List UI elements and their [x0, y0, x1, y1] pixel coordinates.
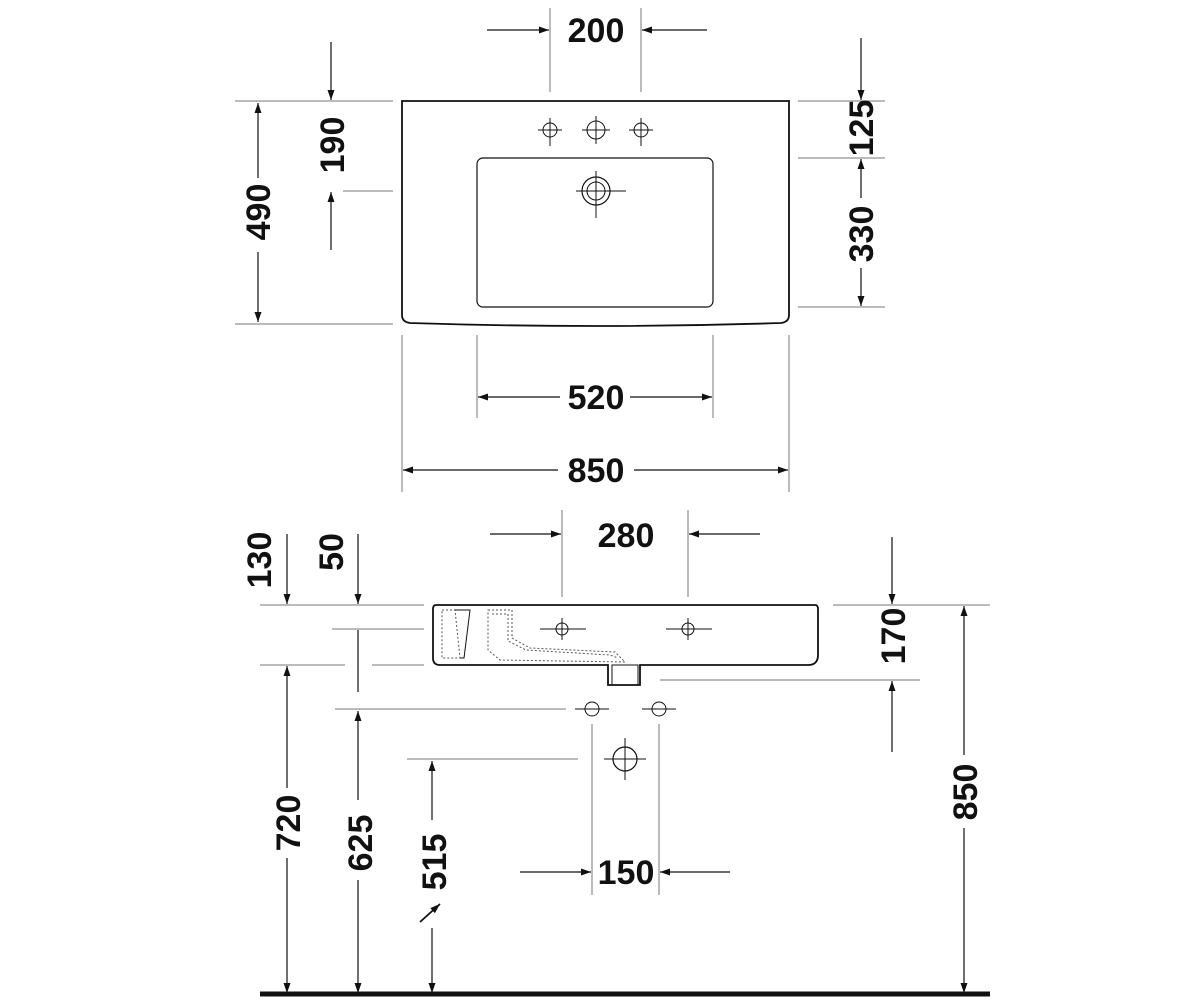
dim-bowl-depth: 330: [843, 159, 881, 306]
basin-hidden-section: [441, 609, 627, 663]
dim-tap-spacing: 200: [487, 12, 707, 50]
tap-hole-right: [629, 118, 653, 146]
dim-supply-height: 625: [342, 630, 380, 993]
dim-top-to-hole-label: 50: [313, 533, 351, 571]
dim-bowl-width: 520: [478, 379, 712, 417]
supply-point-left: [575, 701, 609, 717]
side-extension-lines: [260, 510, 990, 895]
side-tap-holes: [540, 618, 712, 640]
dim-top-to-underside: 130: [241, 532, 291, 604]
supply-points: [575, 701, 676, 717]
dim-bowl-depth-label: 330: [843, 206, 881, 263]
dim-supply-spacing-label: 150: [598, 854, 655, 892]
top-view: 200 490 190 125 330 520: [235, 8, 885, 492]
supply-point-right: [642, 701, 676, 717]
dim-tap-spacing-label: 200: [568, 12, 625, 50]
dim-rear-to-tap-label: 190: [314, 117, 352, 174]
basin-top-outline: [401, 100, 790, 327]
dim-top-to-hole: 50: [313, 533, 362, 604]
dim-waste-height-label: 515: [416, 834, 454, 891]
basin-bowl-outline: [476, 157, 714, 308]
waste-outlet: [604, 738, 646, 780]
tap-hole-center: [582, 116, 610, 144]
dim-overall-width: 850: [403, 452, 788, 490]
basin-side-outline: [432, 604, 819, 686]
dim-overall-height-label: 850: [947, 764, 985, 821]
tap-hole-left: [538, 118, 562, 146]
dim-wall-hole-spacing-label: 280: [598, 517, 655, 555]
dim-supply-spacing: 150: [520, 854, 730, 892]
drain-hole: [576, 171, 626, 218]
dim-overall-width-label: 850: [568, 452, 625, 490]
dim-wall-hole-spacing: 280: [490, 517, 760, 555]
dim-basin-height-label: 170: [875, 608, 913, 665]
dim-rear-to-bowl: 125: [843, 38, 881, 156]
drain-pipe: [611, 664, 639, 686]
top-extension-lines: [235, 8, 885, 492]
dim-overall-height: 850: [947, 606, 985, 993]
dim-basin-height: 170: [875, 537, 913, 752]
dim-underside-height: 720: [270, 666, 308, 993]
dim-supply-height-label: 625: [342, 815, 380, 872]
side-tap-hole-left: [540, 618, 586, 640]
dim-overall-depth-label: 490: [240, 184, 278, 241]
dim-top-to-underside-label: 130: [241, 532, 279, 589]
diagonal-arrow-icon: [419, 903, 441, 923]
side-view: 280 130 50 170 850 720: [241, 510, 990, 997]
side-tap-hole-right: [666, 618, 712, 640]
dim-bowl-width-label: 520: [568, 379, 625, 417]
dim-rear-to-bowl-label: 125: [843, 100, 881, 157]
dim-underside-height-label: 720: [270, 795, 308, 852]
dim-rear-to-tap: 190: [314, 42, 352, 250]
tap-holes: [538, 116, 653, 146]
dim-waste-height: 515: [416, 761, 454, 993]
dim-overall-depth: 490: [240, 103, 278, 322]
